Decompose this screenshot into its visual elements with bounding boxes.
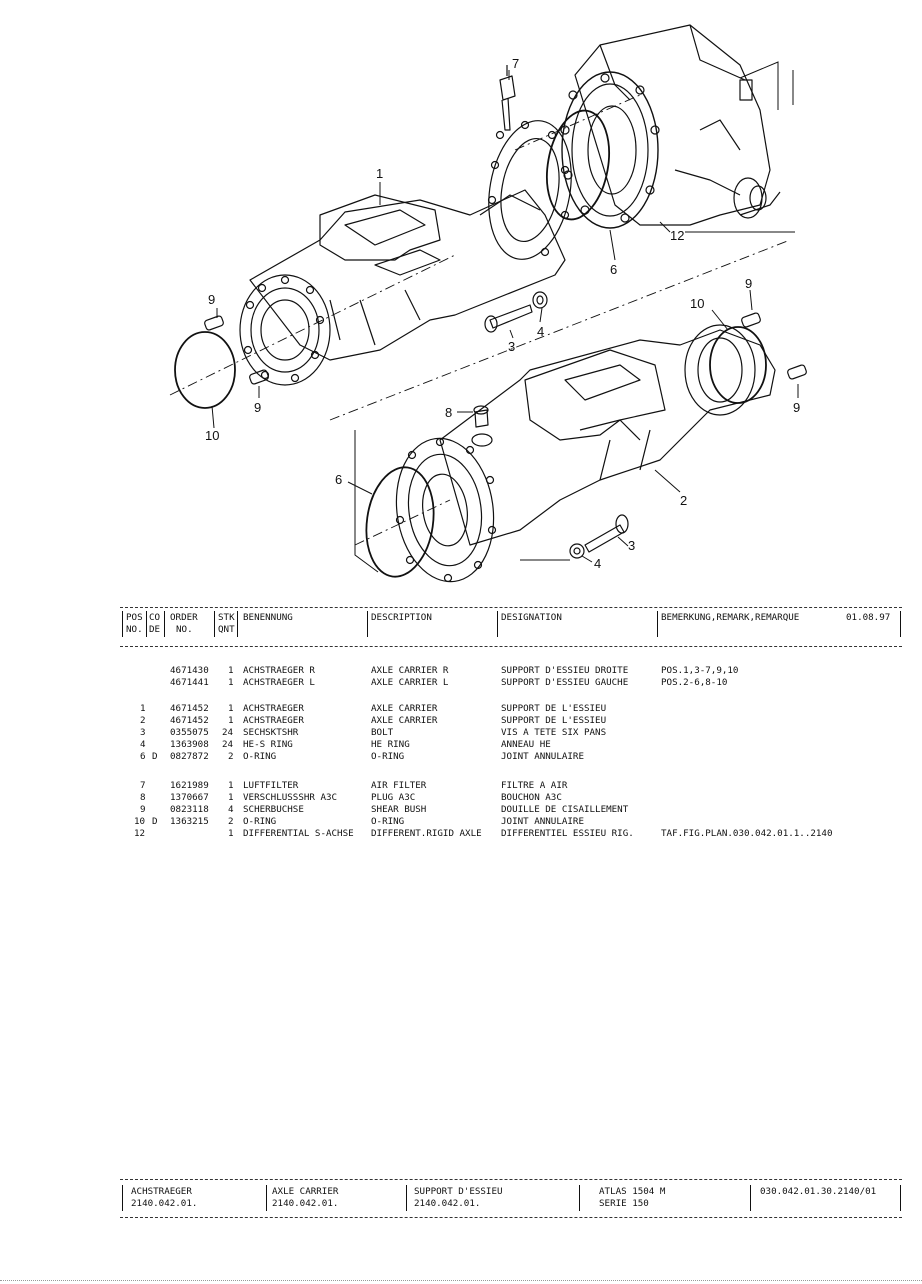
callout-9: 9 xyxy=(745,276,752,291)
callout-9: 9 xyxy=(208,292,215,307)
callout-8: 8 xyxy=(445,405,452,420)
header-co: CO xyxy=(149,612,161,623)
callout-2: 2 xyxy=(680,493,687,508)
callout-9: 9 xyxy=(254,400,261,415)
plug xyxy=(471,405,493,447)
axle-carrier-left xyxy=(395,324,776,583)
callout-1: 1 xyxy=(376,166,383,181)
header-top-rule xyxy=(120,607,902,608)
o-ring-upper xyxy=(546,109,610,221)
o-ring-left xyxy=(174,331,236,409)
header-date: 01.08.97 xyxy=(846,612,891,623)
exploded-parts-drawing: 7 1 12 6 9 10 9 4 3 9 10 9 8 6 2 3 4 xyxy=(169,24,807,583)
header-qnt: QNT xyxy=(218,624,235,635)
callout-4: 4 xyxy=(594,556,601,571)
header-designation: DESIGNATION xyxy=(501,612,562,623)
footer-bottom-rule xyxy=(120,1217,902,1218)
header-pos: POS xyxy=(126,612,143,623)
callout-9: 9 xyxy=(793,400,800,415)
header-remark: BEMERKUNG,REMARK,REMARQUE xyxy=(661,612,800,623)
header-stk: STK xyxy=(218,612,235,623)
header-bottom-rule xyxy=(120,646,902,647)
callout-6: 6 xyxy=(335,472,342,487)
o-ring-lower xyxy=(365,466,435,578)
bolt-upper xyxy=(484,291,548,333)
footer-en-title: AXLE CARRIER xyxy=(272,1186,339,1197)
header-order: ORDER xyxy=(170,612,198,623)
footer-reference: 030.042.01.30.2140/01 xyxy=(760,1186,877,1197)
callout-12: 12 xyxy=(670,228,684,243)
callout-10: 10 xyxy=(690,296,704,311)
footer-de-code: 2140.042.01. xyxy=(131,1198,198,1209)
callout-6: 6 xyxy=(610,262,617,277)
callout-4: 4 xyxy=(537,324,544,339)
footer-de-title: ACHSTRAEGER xyxy=(131,1186,192,1197)
air-filter xyxy=(499,65,516,131)
footer-fr-code: 2140.042.01. xyxy=(414,1198,481,1209)
page-bottom-edge xyxy=(0,1280,922,1281)
footer-fr-title: SUPPORT D'ESSIEU xyxy=(414,1186,503,1197)
differential-housing xyxy=(560,24,781,229)
header-order-no: NO. xyxy=(176,624,193,635)
header-de: DE xyxy=(149,624,161,635)
callout-3: 3 xyxy=(508,339,515,354)
callout-3: 3 xyxy=(628,538,635,553)
footer-model: ATLAS 1504 M xyxy=(599,1186,666,1197)
footer-en-code: 2140.042.01. xyxy=(272,1198,339,1209)
footer-serie: SERIE 150 xyxy=(599,1198,649,1209)
header-pos-no: NO. xyxy=(126,624,143,635)
header-description: DESCRIPTION xyxy=(371,612,432,623)
axle-carrier-right xyxy=(239,120,572,386)
footer-top-rule xyxy=(120,1179,902,1180)
o-ring-right xyxy=(709,326,767,404)
bolt-lower xyxy=(569,514,629,559)
header-benennung: BENENNUNG xyxy=(243,612,293,623)
callout-7: 7 xyxy=(512,56,519,71)
callout-10: 10 xyxy=(205,428,219,443)
